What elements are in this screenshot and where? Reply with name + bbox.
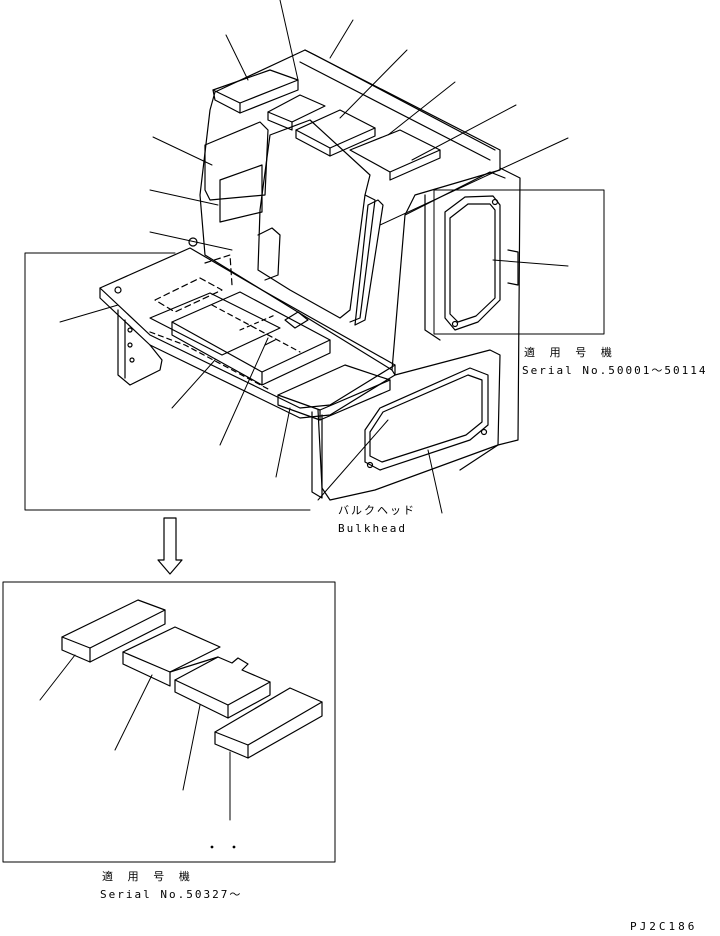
insulation-pads <box>188 69 441 326</box>
drawing-code: PJ2C186 <box>630 920 698 933</box>
floor-pads <box>149 291 391 421</box>
leader-lines-lower <box>39 654 231 821</box>
lower-applicable-label: 適 用 号 機 <box>102 870 194 883</box>
upper-applicable-label: 適 用 号 機 <box>524 346 616 359</box>
lower-serial-label: Serial No.50327～ <box>100 888 243 901</box>
bulkhead-window <box>364 367 489 471</box>
bulkhead-jp-label: バルクヘッド <box>338 504 416 517</box>
detail-box-lower <box>2 581 336 863</box>
leader-lines-upper <box>59 0 569 514</box>
detail-box-right <box>433 189 605 335</box>
down-arrow-icon <box>157 517 183 575</box>
detail-box-left <box>24 252 311 511</box>
right-window <box>444 195 519 331</box>
bulkhead-en-label: Bulkhead <box>338 522 407 535</box>
cab-wall-assembly <box>199 49 521 501</box>
dot-mark <box>210 845 214 849</box>
lower-pads <box>61 599 323 759</box>
floor-deck <box>99 247 396 499</box>
upper-serial-label: Serial No.50001～50114 <box>522 364 708 377</box>
dot-mark <box>232 845 236 849</box>
